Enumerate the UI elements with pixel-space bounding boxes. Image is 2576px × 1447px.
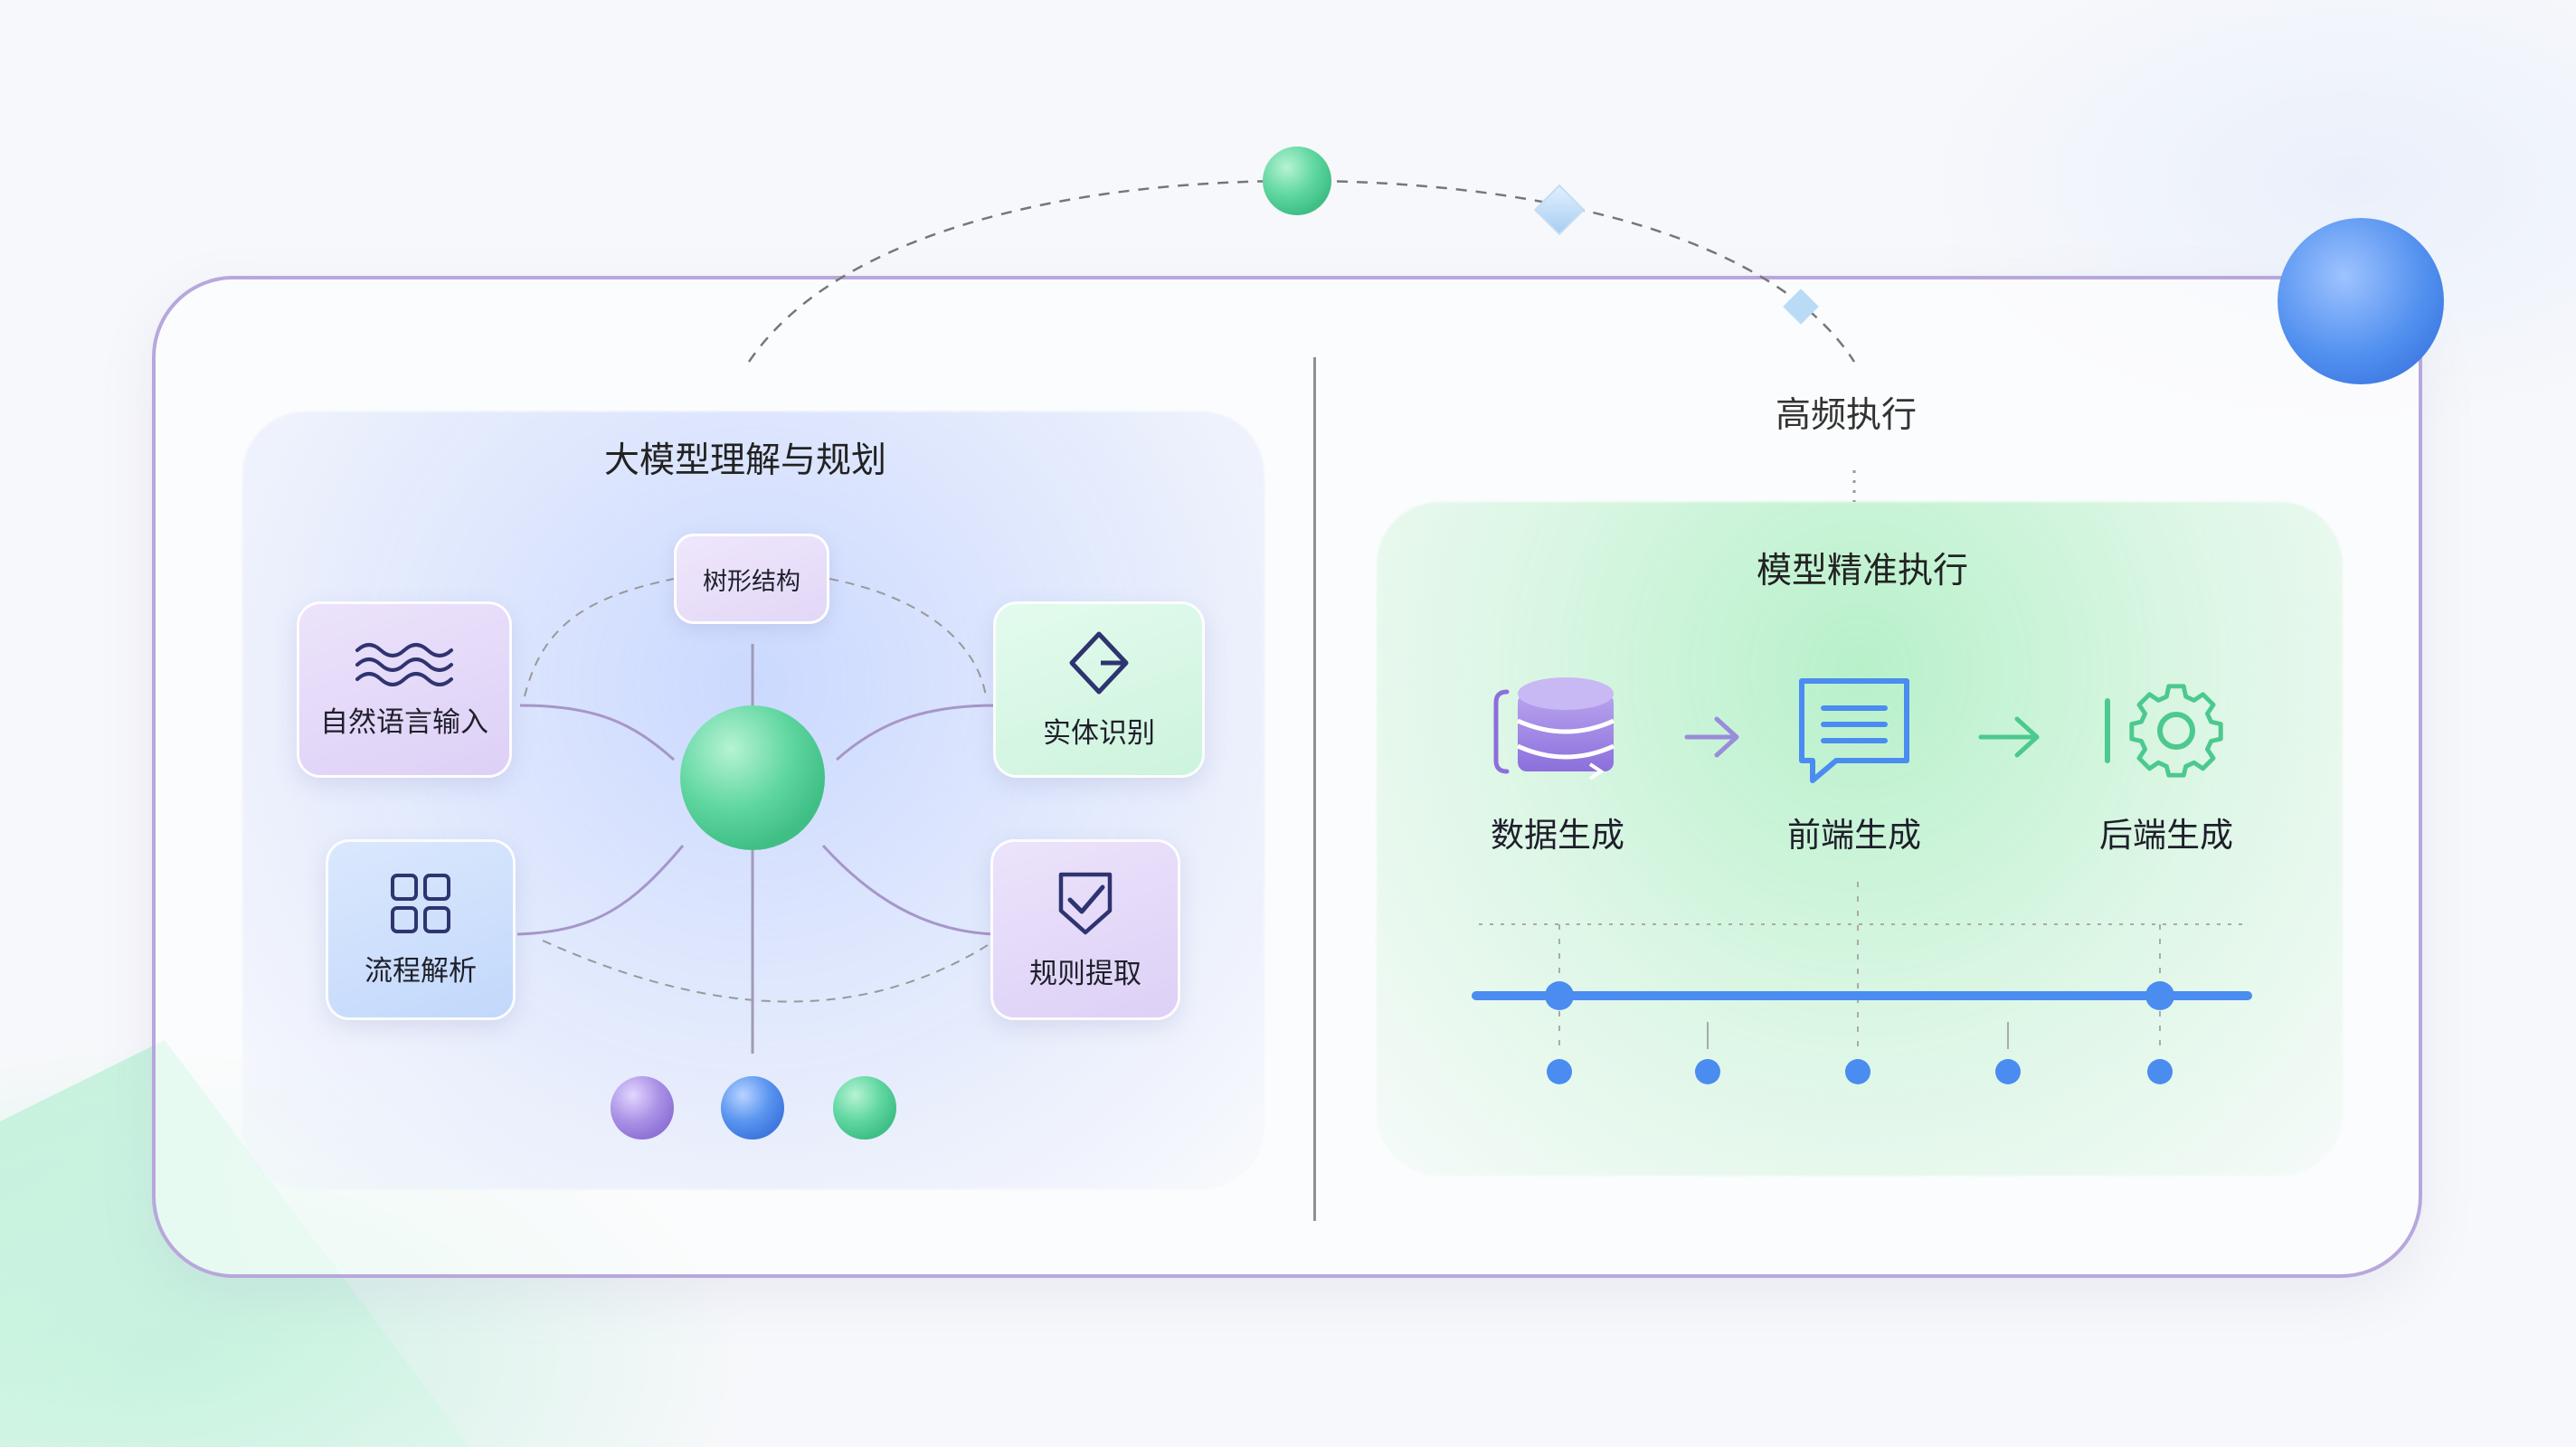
execution-title: 模型精准执行	[1757, 551, 1969, 591]
database-icon	[1493, 677, 1615, 780]
orb-green	[833, 1076, 896, 1140]
data-generation-label: 数据生成	[1491, 816, 1624, 855]
divider	[1313, 357, 1316, 1221]
arrow-icon	[1978, 716, 2040, 758]
decorative-blue-orb	[2278, 218, 2444, 384]
entity-recognition-label: 实体识别	[1043, 717, 1155, 750]
shield-check-icon	[1058, 872, 1113, 934]
central-hub-orb	[680, 705, 825, 850]
high-frequency-label: 高频执行	[1776, 395, 1918, 436]
diamond-tag-icon	[1069, 631, 1129, 695]
gear-icon	[2105, 684, 2223, 778]
wave-icon	[355, 643, 453, 686]
rule-extraction-node: 规则提取	[990, 839, 1180, 1020]
top-arc	[747, 179, 1856, 363]
natural-language-input-node: 自然语言输入	[297, 601, 512, 778]
process-parsing-label: 流程解析	[365, 954, 477, 988]
rule-extraction-label: 规则提取	[1029, 957, 1141, 990]
natural-language-input-label: 自然语言输入	[320, 706, 488, 739]
arc-diamond-large	[1533, 184, 1586, 236]
tree-structure-label: 树形结构	[703, 567, 800, 596]
tree-structure-node: 树形结构	[674, 534, 829, 624]
step-frontend-generation: 前端生成	[1755, 674, 1954, 856]
step-backend-generation: 后端生成	[2067, 674, 2266, 856]
orb-blue	[721, 1076, 784, 1140]
arrow-icon	[1684, 716, 1739, 758]
orb-purple	[611, 1076, 674, 1140]
grid-icon	[391, 873, 450, 933]
timeline	[1472, 882, 2252, 1084]
arc-diamond-small	[1783, 288, 1819, 325]
arc-green-orb	[1263, 147, 1331, 215]
entity-recognition-node: 实体识别	[993, 601, 1205, 778]
process-parsing-node: 流程解析	[326, 839, 516, 1020]
step-data-generation: 数据生成	[1458, 674, 1657, 856]
frontend-generation-label: 前端生成	[1787, 816, 1921, 855]
backend-generation-label: 后端生成	[2099, 816, 2233, 855]
planning-title: 大模型理解与规划	[604, 440, 887, 481]
document-icon	[1799, 678, 1909, 783]
